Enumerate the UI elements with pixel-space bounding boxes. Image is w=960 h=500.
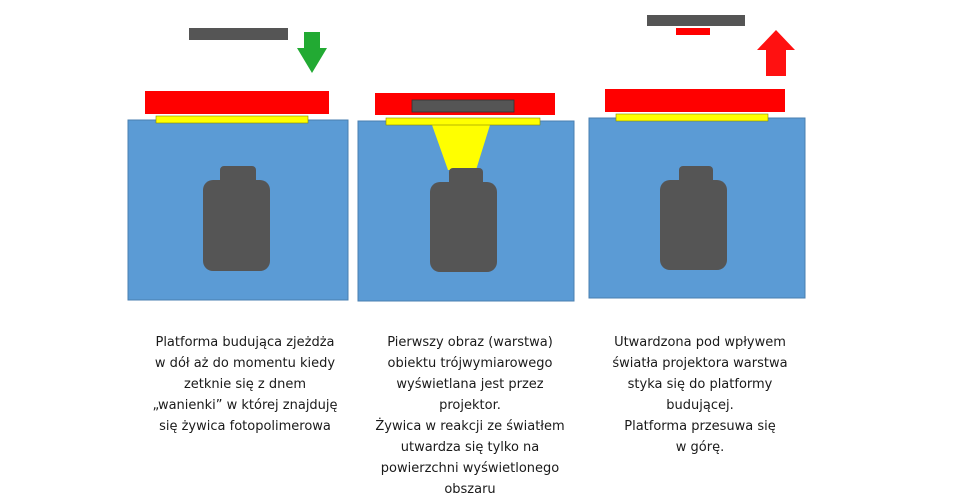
arrow-up-icon: [757, 30, 795, 76]
step2-caption-line: Żywica w reakcji ze światłem: [375, 419, 565, 434]
step2-caption-line: utwardza się tylko na: [400, 440, 540, 455]
step1-caption-line: „wanienki” w której znajduję: [152, 398, 338, 413]
step3-bottle: [660, 166, 727, 270]
step2-caption-line: projektor.: [439, 398, 501, 413]
step3-caption-line: Platforma przesuwa się: [624, 419, 776, 434]
step3-caption-line: Utwardzona pod wpływem: [614, 335, 786, 350]
step2-film: [385, 117, 541, 126]
step2-bottle: [430, 168, 497, 272]
step2-caption-line: powierzchni wyświetlonego: [380, 461, 560, 476]
arrow-down-icon: [297, 32, 327, 73]
step1-bottle: [203, 166, 270, 271]
step1-cured-layer: [189, 28, 288, 40]
step1-platform: [145, 91, 329, 114]
step2-illustration: [357, 93, 575, 302]
step1-illustration: [127, 28, 349, 301]
step2-caption: Pierwszy obraz (warstwa) obiektu trójwym…: [355, 332, 585, 500]
step2-caption-line: wyświetlana jest przez: [396, 377, 544, 392]
step3-caption-line: styka się do platformy: [627, 377, 773, 392]
step3-cured-layer: [676, 28, 710, 35]
step1-caption: Platforma budująca zjeżdża w dół aż do m…: [130, 332, 360, 437]
step1-caption-line: się żywica fotopolimerowa: [159, 419, 331, 434]
step2-cured-layer: [411, 99, 515, 113]
step1-film: [155, 115, 309, 124]
step3-platform: [605, 89, 785, 112]
step1-caption-line: w dół aż do momentu kiedy: [154, 356, 336, 371]
step3-caption-line: w górę.: [675, 440, 725, 455]
step1-caption-line: Platforma budująca zjeżdża: [155, 335, 335, 350]
step2-caption-line: Pierwszy obraz (warstwa): [387, 335, 553, 350]
step3-plate: [647, 15, 745, 26]
step3-caption: Utwardzona pod wpływem światła projektor…: [585, 332, 815, 458]
step3-caption-line: budującej.: [666, 398, 734, 413]
step1-caption-line: zetknie się z dnem: [183, 377, 307, 392]
step3-illustration: [588, 15, 806, 299]
step2-caption-line: obiektu trójwymiarowego: [387, 356, 553, 371]
step2-caption-line: obszaru: [444, 482, 496, 497]
step2-light-beam: [432, 125, 490, 170]
step3-film: [615, 113, 769, 122]
step3-caption-line: światła projektora warstwa: [612, 356, 788, 371]
